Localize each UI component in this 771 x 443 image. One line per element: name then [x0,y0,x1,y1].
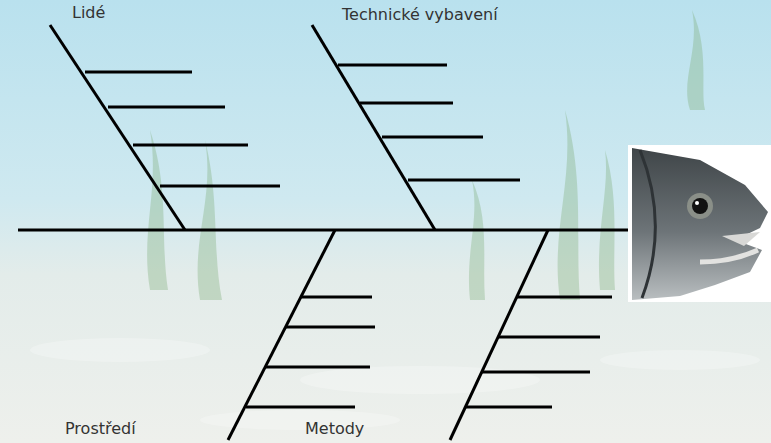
fish-bones [18,25,632,440]
bone [312,25,435,230]
spine [18,229,632,232]
category-label: Lidé [72,4,105,22]
fish-head [628,145,771,302]
bone [50,25,185,230]
category-label: Technické vybavení [342,6,498,24]
category-label: Prostředí [65,420,136,438]
seaweed [147,10,705,300]
category-label: Metody [305,420,364,438]
sand-ripples [30,338,760,430]
